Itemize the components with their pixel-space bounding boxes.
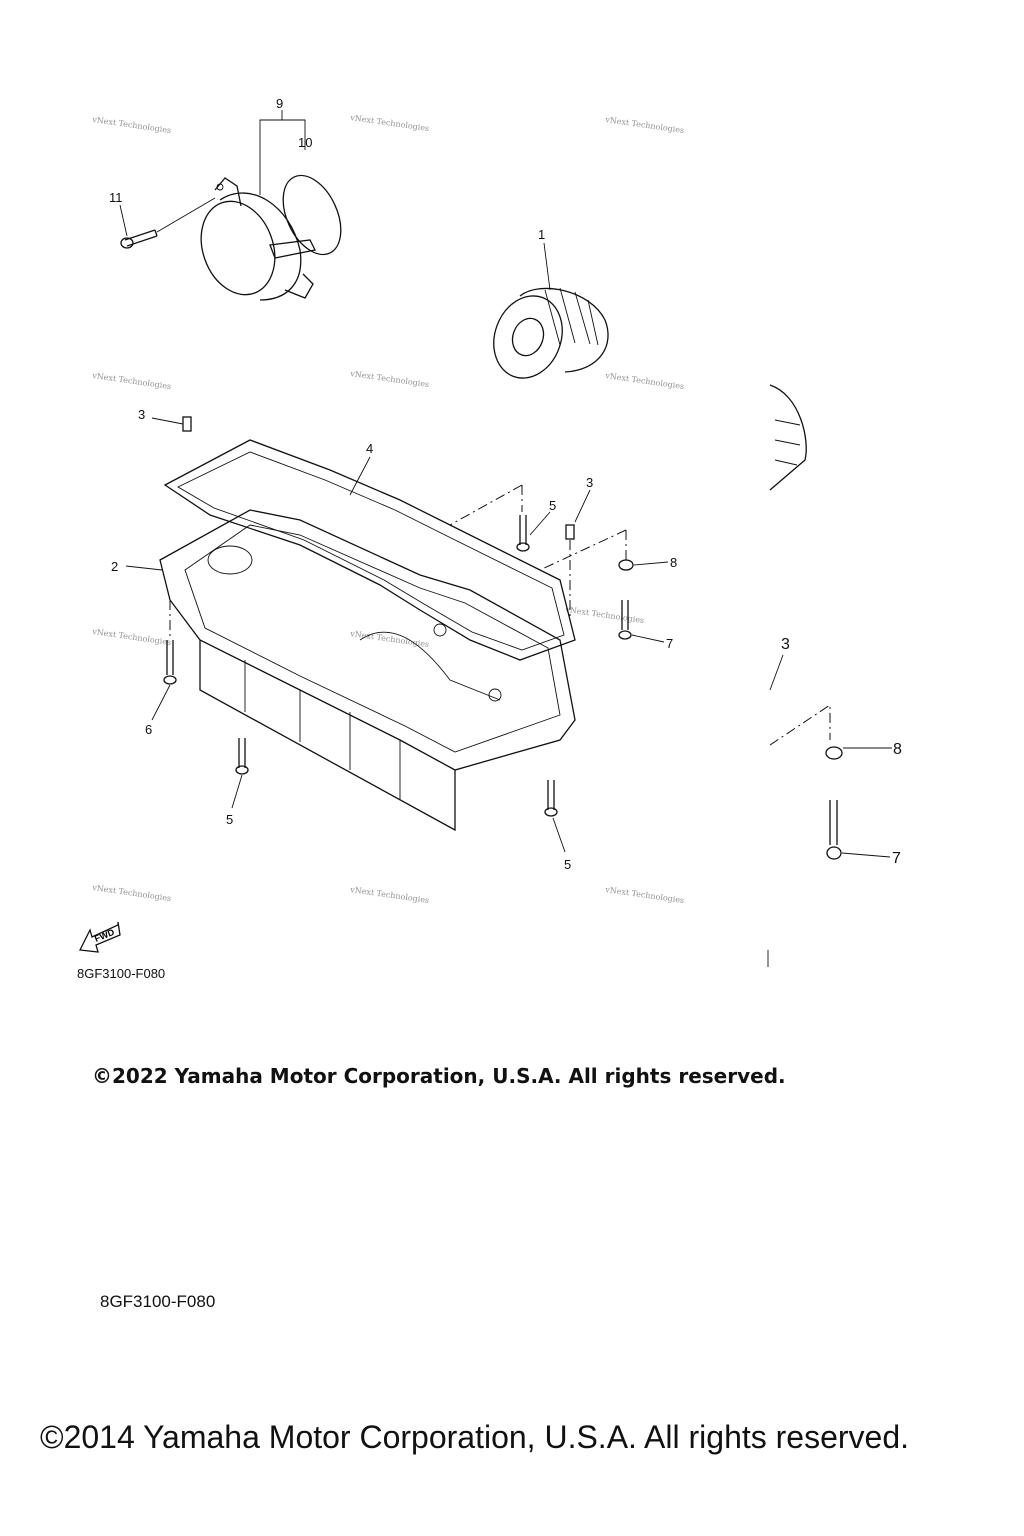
diagram-code: 8GF3100-F080 [77, 966, 166, 981]
partial-overlay-diagram [767, 384, 892, 967]
watermark: vNext Technologies [349, 369, 430, 389]
callout-1: 1 [538, 227, 545, 242]
watermark: vNext Technologies [349, 885, 430, 905]
watermark: vNext Technologies [349, 113, 430, 133]
watermark: vNext Technologies [91, 627, 172, 647]
oil-pan-part[interactable] [159, 509, 576, 832]
callout-2: 2 [111, 559, 118, 574]
callout-7: 7 [892, 850, 901, 867]
bolt-5a[interactable] [516, 515, 530, 552]
callout-11: 11 [109, 190, 123, 205]
copyright-notice: ©2014 Yamaha Motor Corporation, U.S.A. A… [40, 1419, 910, 1455]
callout-5: 5 [564, 857, 571, 872]
watermark: vNext Technologies [604, 885, 685, 905]
watermarks: vNext Technologies vNext Technologies vN… [91, 113, 685, 905]
dowel-pin-3b[interactable] [565, 524, 575, 540]
bolt-5b[interactable] [235, 738, 249, 775]
watermark: vNext Technologies [91, 371, 172, 391]
watermark: vNext Technologies [604, 115, 685, 135]
bolt-11-part[interactable] [120, 197, 216, 249]
callout-7: 7 [666, 636, 673, 651]
oil-filter-part[interactable] [483, 286, 609, 388]
watermark: vNext Technologies [91, 115, 172, 135]
watermark: vNext Technologies [91, 883, 172, 903]
callout-6: 6 [145, 722, 152, 737]
bolt-6[interactable] [163, 640, 177, 685]
callout-5: 5 [549, 498, 556, 513]
watermark: vNext Technologies [564, 605, 645, 625]
oil-cooler-part[interactable] [189, 177, 316, 305]
dowel-pin-3[interactable] [182, 416, 192, 432]
callout-3: 3 [586, 475, 593, 490]
callout-8: 8 [670, 555, 677, 570]
diagram-code: 8GF3100-F080 [100, 1292, 216, 1311]
callout-4: 4 [366, 441, 373, 456]
copyright-notice: ©2022 Yamaha Motor Corporation, U.S.A. A… [92, 1064, 786, 1088]
callout-5: 5 [226, 812, 233, 827]
bolt-5c[interactable] [544, 780, 558, 817]
gasket-part[interactable] [163, 439, 576, 661]
washer-8[interactable] [618, 559, 634, 571]
callout-9: 9 [276, 96, 283, 111]
callout-10: 10 [298, 135, 312, 150]
bolt-7[interactable] [618, 600, 632, 640]
watermark: vNext Technologies [604, 371, 685, 391]
callout-3: 3 [138, 407, 145, 422]
forward-arrow-icon: FWD [79, 921, 121, 953]
callout-8: 8 [893, 741, 902, 758]
callout-3: 3 [781, 636, 790, 653]
o-ring-part[interactable] [272, 166, 353, 263]
